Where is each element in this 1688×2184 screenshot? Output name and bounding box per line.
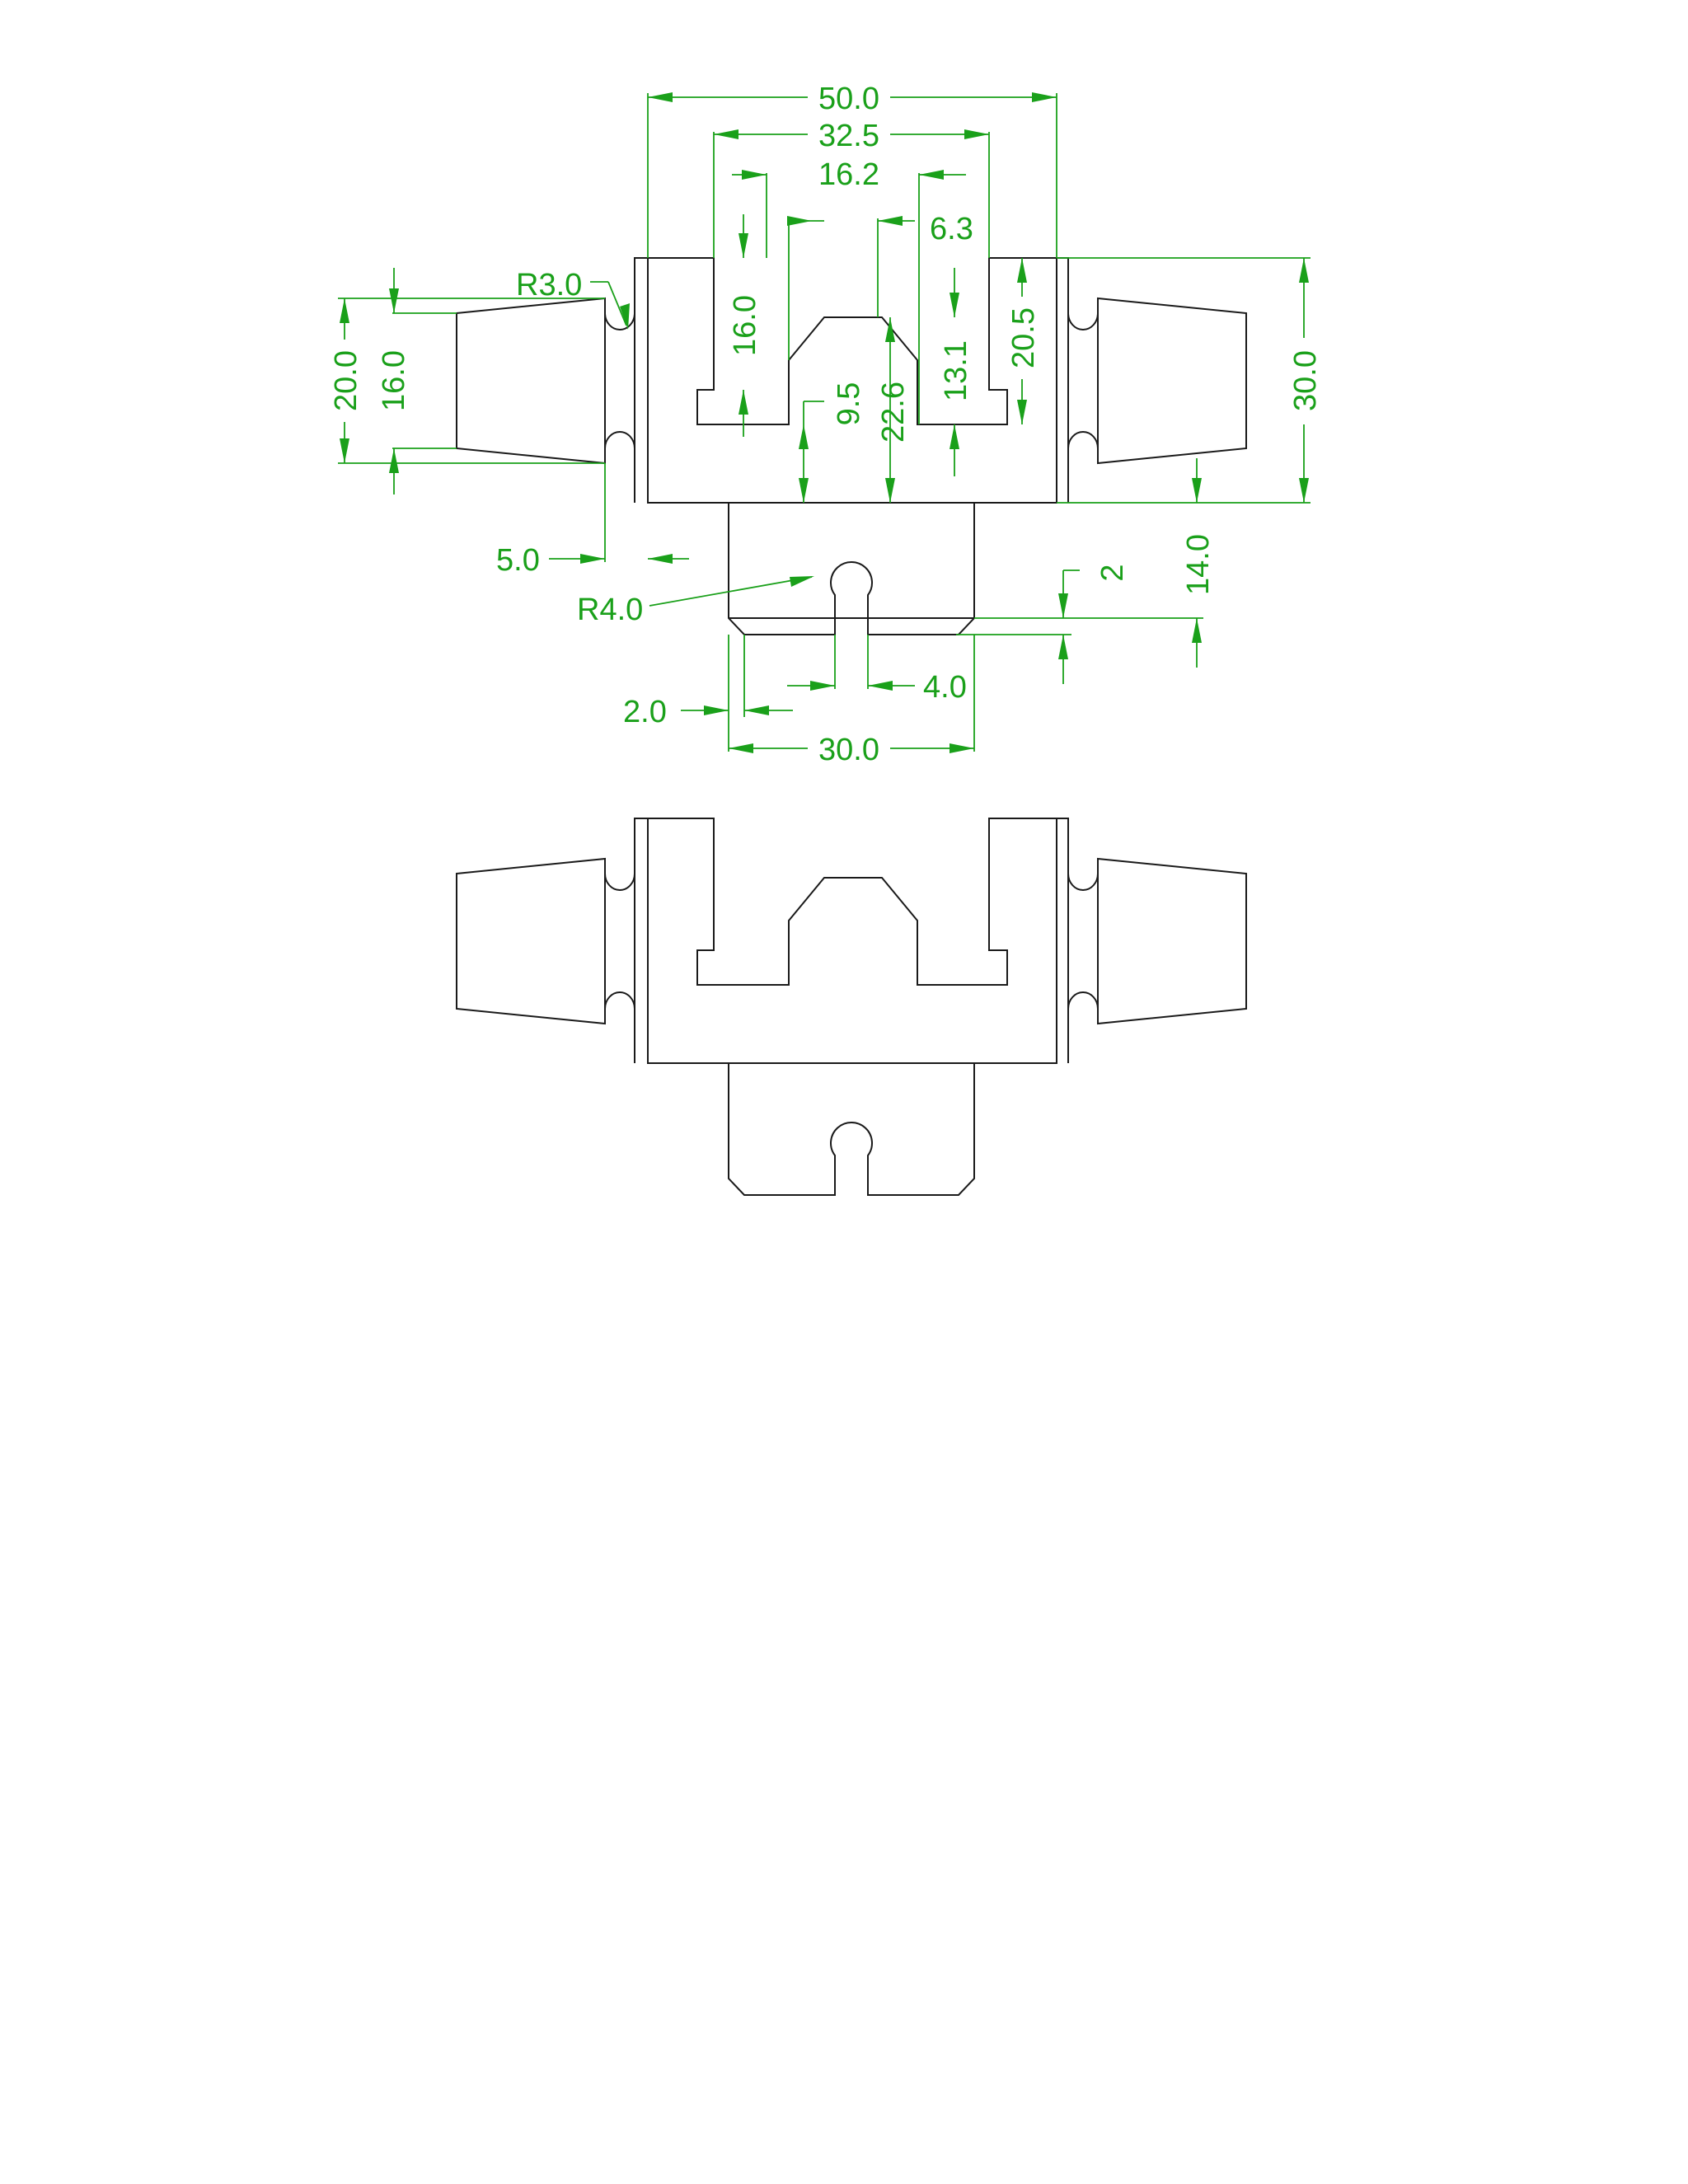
dim-width-neck: 6.3 [930, 212, 973, 246]
dim-depth-slot: 16.0 [728, 295, 762, 356]
left-lower-notch [604, 431, 635, 503]
dim-height-inner-left: 16.0 [377, 350, 411, 411]
dim-height-outer-left: 20.0 [329, 350, 363, 411]
dimension-layer: 50.0 32.5 16.2 6.3 R3.0 20.0 [329, 82, 1323, 767]
dim-height-total: 30.0 [1288, 350, 1323, 411]
dim-gap-plug: 5.0 [496, 543, 540, 578]
dim-height-right: 20.5 [1006, 307, 1041, 368]
left-plug-outline [456, 297, 606, 465]
dim-height-base: 14.0 [1181, 534, 1216, 595]
dim-width-center: 16.2 [818, 157, 879, 192]
left-plug-outline-copy [456, 857, 606, 1025]
dim-height-right-slot: 13.1 [939, 340, 973, 401]
dim-height-step: 9.5 [832, 382, 866, 426]
dim-height-center: 22.6 [876, 382, 911, 443]
base-block-outline-copy [728, 1063, 975, 1196]
dim-width-base: 30.0 [818, 733, 879, 767]
dim-radius-hole: R4.0 [577, 593, 643, 627]
dim-radius-notch: R3.0 [516, 268, 582, 302]
dim-width-total: 50.0 [818, 82, 879, 116]
main-body-outline [647, 257, 1057, 504]
right-plug-outline [1097, 297, 1247, 465]
dim-chamfer-width: 2.0 [623, 695, 667, 729]
right-lower-notch [1067, 431, 1099, 503]
right-plug-outline-copy [1097, 857, 1247, 1025]
base-block-outline [728, 503, 975, 635]
right-upper-notch [1057, 257, 1099, 330]
dim-slot-width: 4.0 [923, 670, 967, 705]
dim-width-inner: 32.5 [818, 119, 879, 153]
dim-chamfer-height: 2 [1095, 564, 1130, 581]
main-body-outline-copy [647, 818, 1057, 1064]
bottom-view-part-outline [456, 818, 1247, 1196]
